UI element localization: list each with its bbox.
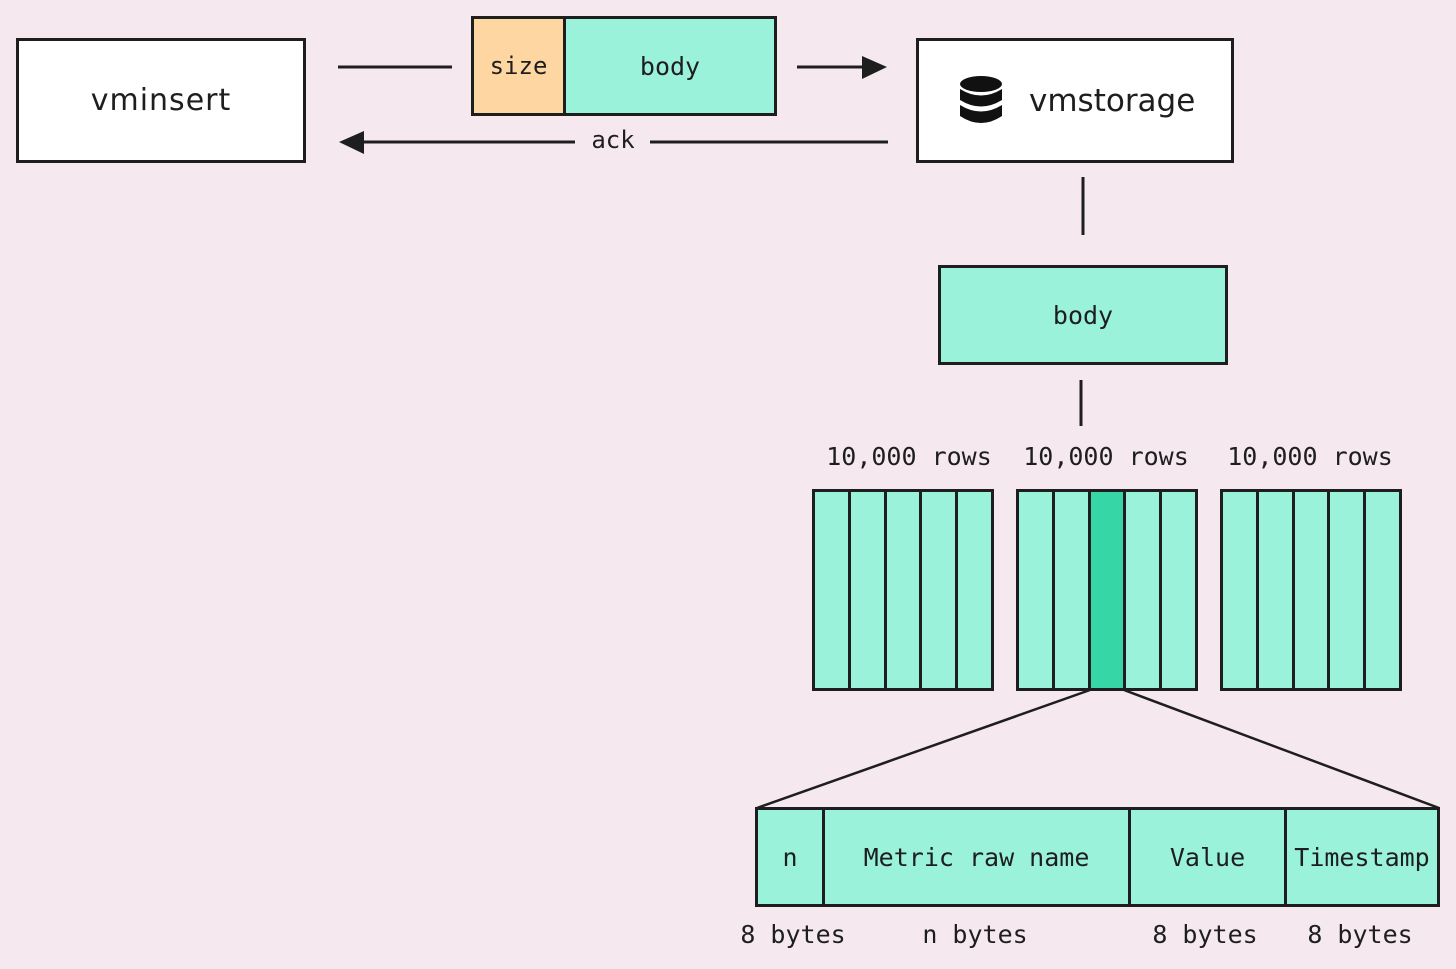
vmstorage-node: vmstorage [916, 38, 1234, 163]
record-field-value-label: Value [1169, 842, 1246, 872]
field-size-value: 8 bytes [1152, 920, 1258, 949]
row-column [922, 492, 959, 688]
record-field-metric-name-label: Metric raw name [863, 842, 1090, 872]
row-group-3 [1220, 489, 1402, 691]
send-arrowhead [862, 56, 887, 79]
row-column [1259, 492, 1295, 688]
row-column [815, 492, 851, 688]
vminsert-label: vminsert [90, 83, 232, 118]
record-field-value: Value [1131, 810, 1287, 904]
record-field-n: n [758, 810, 825, 904]
row-column [1019, 492, 1055, 688]
row-group-1 [812, 489, 994, 691]
vminsert-node: vminsert [16, 38, 306, 163]
row-column [851, 492, 887, 688]
row-column [1330, 492, 1367, 688]
zoom-line-left [756, 688, 1091, 810]
field-size-n: 8 bytes [740, 920, 846, 949]
body-block: body [938, 265, 1228, 365]
row-column [1055, 492, 1091, 688]
packet-size-label: size [489, 52, 548, 80]
row-column-highlighted [1090, 492, 1127, 688]
row-group-label-1: 10,000 rows [826, 442, 992, 471]
row-record: n Metric raw name Value Timestamp [755, 807, 1440, 907]
field-size-metric-name: n bytes [922, 920, 1028, 949]
row-column [958, 492, 991, 688]
packet-size-field: size [474, 19, 566, 113]
row-group-label-3: 10,000 rows [1227, 442, 1393, 471]
row-column [1126, 492, 1163, 688]
row-group-label-2: 10,000 rows [1023, 442, 1189, 471]
ack-label: ack [591, 126, 635, 154]
row-group-2 [1016, 489, 1198, 691]
row-column [1366, 492, 1399, 688]
record-field-timestamp-label: Timestamp [1294, 842, 1430, 872]
packet: size body [471, 16, 777, 116]
packet-body-field: body [566, 19, 774, 113]
record-field-timestamp: Timestamp [1287, 810, 1437, 904]
row-column [1295, 492, 1331, 688]
row-column [1162, 492, 1195, 688]
packet-body-label: body [639, 51, 701, 81]
body-block-label: body [1052, 300, 1114, 330]
field-size-timestamp: 8 bytes [1307, 920, 1413, 949]
vmstorage-label: vmstorage [1029, 82, 1196, 119]
ack-arrowhead [339, 131, 364, 154]
record-field-n-label: n [782, 842, 798, 872]
row-column [887, 492, 923, 688]
record-field-metric-name: Metric raw name [825, 810, 1131, 904]
zoom-line-right [1123, 688, 1440, 810]
row-column [1223, 492, 1259, 688]
database-icon [959, 75, 1003, 126]
